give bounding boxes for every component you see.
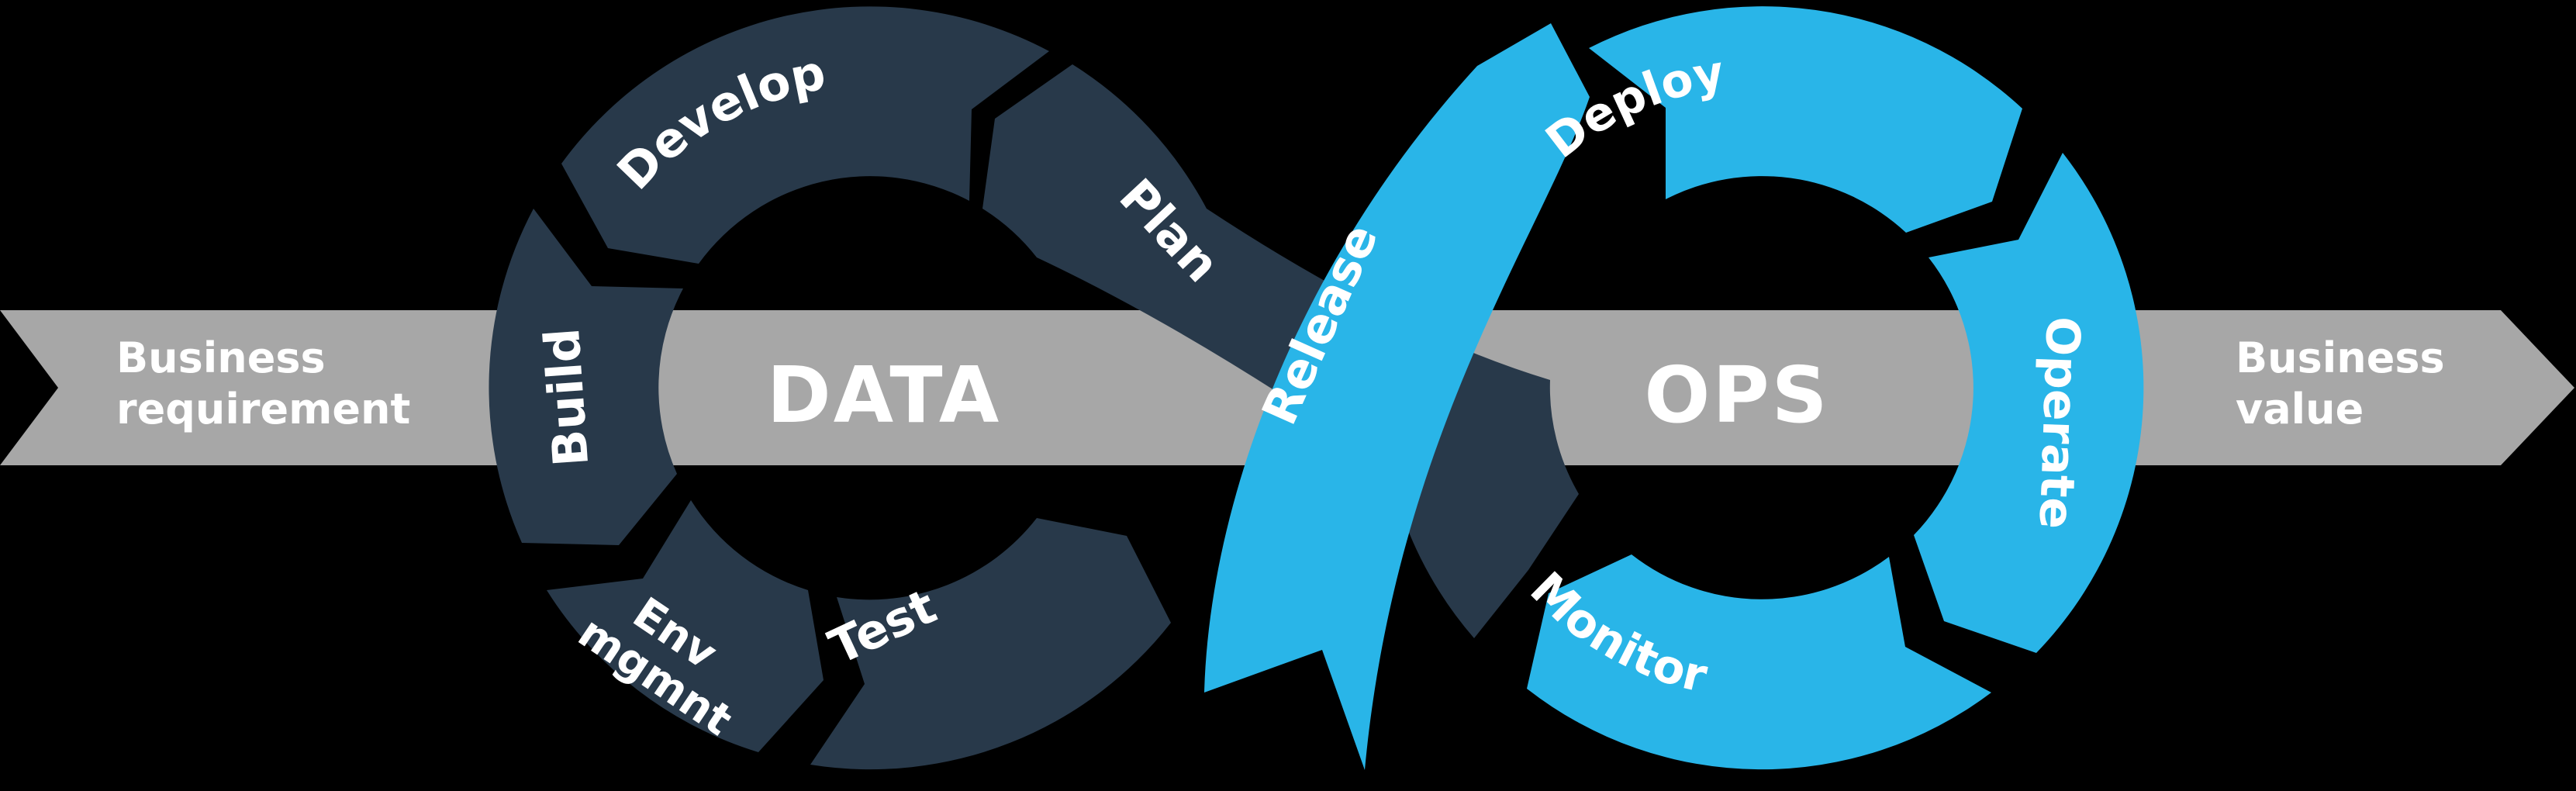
ribbon-release-blue xyxy=(1204,23,1590,770)
banner-right-line1: Business xyxy=(2236,333,2445,382)
segment-monitor xyxy=(1527,554,1991,770)
left-loop-title: DATA xyxy=(767,350,1001,440)
banner-right-line2: value xyxy=(2236,385,2364,433)
label-build: Build xyxy=(534,326,599,468)
banner-left-line2: requirement xyxy=(116,385,410,433)
segment-env-mgmnt xyxy=(547,500,824,752)
segment-develop xyxy=(561,6,1049,264)
segment-test xyxy=(810,518,1171,770)
segment-operate xyxy=(1914,153,2144,653)
right-loop-title: OPS xyxy=(1644,350,1829,440)
segment-build xyxy=(489,209,683,545)
ribbon-plan-return-dark xyxy=(982,64,1579,638)
segment-deploy xyxy=(1589,6,2022,233)
label-operate: Operate xyxy=(2029,316,2091,530)
banner-left-line1: Business xyxy=(116,333,326,382)
